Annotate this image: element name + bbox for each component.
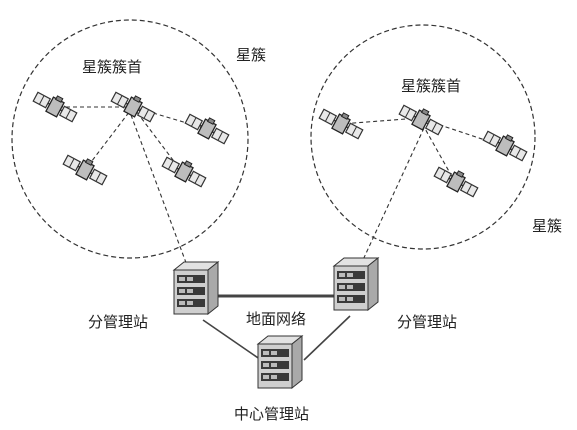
server-icon-left-station [173, 261, 219, 315]
cluster-label-left: 星簇 [236, 46, 266, 64]
satellite-icon [432, 161, 482, 201]
satellite-icon [183, 108, 233, 148]
cluster-head-satellite-icon [109, 86, 159, 126]
satellite-icon [481, 125, 531, 165]
ground-network-links [202, 294, 351, 363]
cluster-head-label-left: 星簇簇首 [82, 58, 142, 76]
server-icon-center-station [257, 335, 303, 389]
satellite-icon [160, 151, 210, 191]
satellite-icon [61, 149, 111, 189]
cluster-head-label-right: 星簇簇首 [401, 77, 461, 95]
ground-network-label: 地面网络 [246, 310, 306, 328]
station-label-right: 分管理站 [397, 313, 457, 331]
server-icon-right-station [333, 257, 379, 311]
station-label-left: 分管理站 [88, 313, 148, 331]
station-label-center: 中心管理站 [234, 405, 309, 423]
satellite-icon [31, 86, 81, 126]
cluster-boundary-right [310, 24, 536, 250]
cluster-label-right: 星簇 [532, 217, 562, 235]
uplinks [130, 114, 425, 269]
cluster-boundary-left [11, 19, 249, 259]
satellite-icon [317, 103, 367, 143]
